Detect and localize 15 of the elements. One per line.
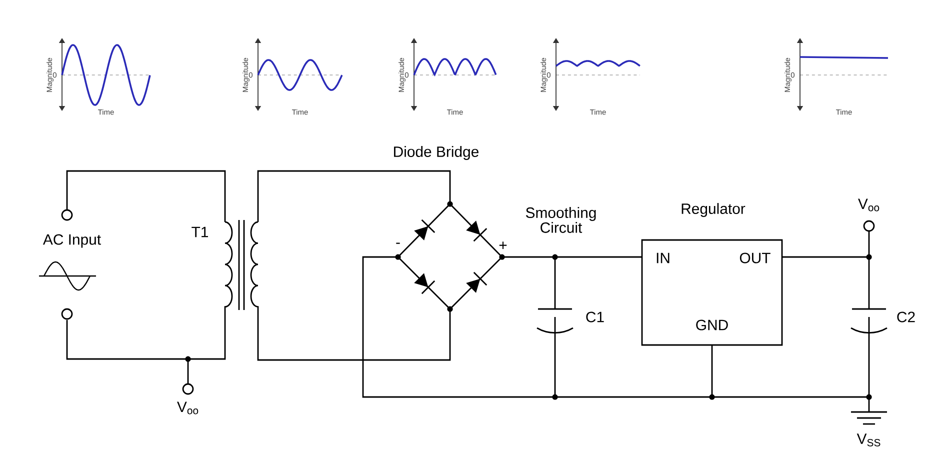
pin-label: OUT (740, 252, 770, 264)
circuit-label: Diode Bridge (394, 146, 478, 160)
voltage-label: V$_{oo}$ (177, 402, 198, 414)
circuit-label: AC Input (42, 234, 101, 248)
component-label: C2 (897, 312, 915, 322)
pin-label: GND (696, 320, 728, 330)
voltage-label: V$_{SS}$ (856, 434, 880, 446)
circuit-label: Smoothing Circuit (526, 207, 596, 233)
component-label: C1 (586, 312, 604, 322)
polarity-sign: - (396, 242, 400, 244)
voltage-label: V$_{oo}$ (858, 198, 880, 212)
component-label: T1 (192, 226, 208, 238)
pin-label: IN (656, 252, 670, 264)
polarity-sign: + (499, 242, 507, 249)
component-label: Regulator (682, 203, 746, 217)
